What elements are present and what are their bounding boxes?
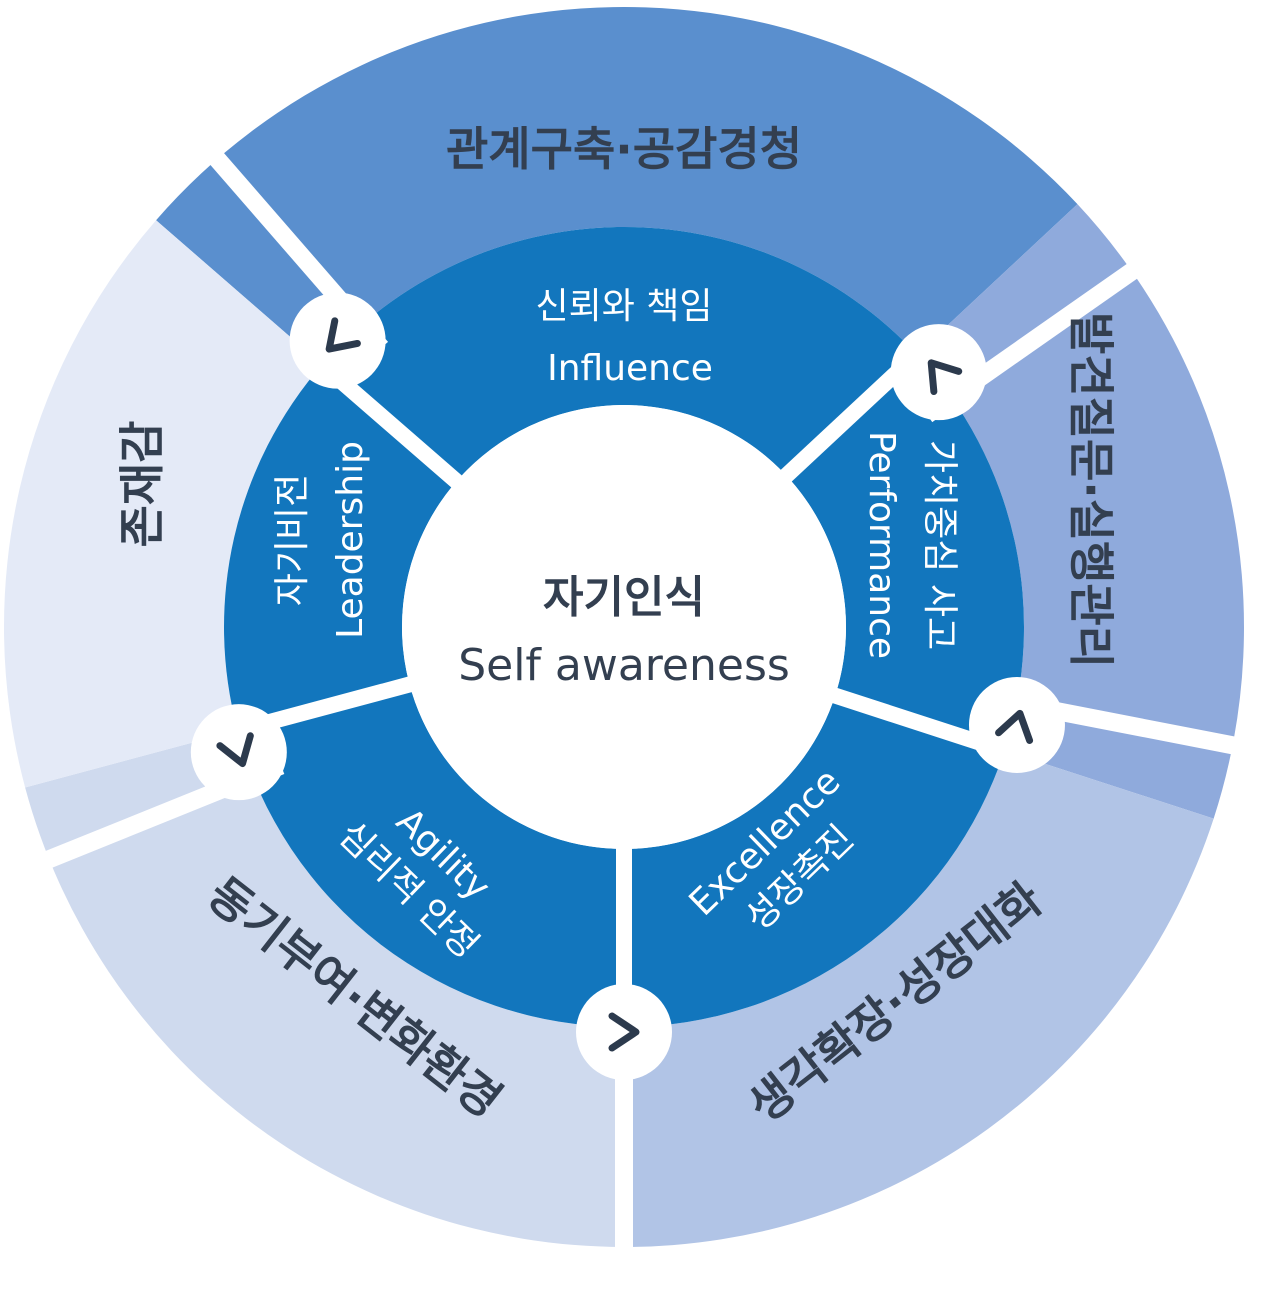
arrow-badge	[968, 676, 1065, 773]
inner-right-korean: 가치중심 사고	[919, 440, 960, 650]
arrow-badges	[190, 292, 1065, 1080]
outer-sector-bottom-left	[25, 730, 625, 1247]
chevron-icon	[216, 732, 254, 768]
inner-label-right: 가치중심 사고 Performance	[861, 431, 960, 659]
arrow-badge-circle	[576, 984, 672, 1080]
chevron-icon	[325, 317, 361, 353]
chevron-icon	[927, 359, 963, 396]
arrow-badge-circle	[890, 324, 987, 421]
center-subtitle: Self awareness	[458, 640, 790, 691]
inner-top-korean: 신뢰와 책임	[535, 286, 712, 327]
arrow-badge-circle	[289, 292, 386, 389]
outer-label-right: 발견질문·실행관리	[1064, 312, 1118, 668]
center-circle	[402, 405, 846, 849]
arrow-badge	[190, 704, 287, 801]
inner-sector-top	[322, 226, 917, 482]
inner-sector-bottom-right	[624, 695, 1005, 1027]
arrow-badge	[890, 324, 987, 421]
inner-label-top: 신뢰와 책임 Influence	[535, 286, 712, 389]
inner-sector-bottom-left	[237, 684, 624, 1027]
inner-left-english: Leadership	[330, 441, 371, 639]
arrow-badge-circle	[968, 676, 1065, 773]
outer-sector-bottom-right	[624, 750, 1214, 1247]
outer-sector-left	[4, 220, 323, 788]
inner-sector-right	[786, 354, 1024, 751]
center-title: 자기인식	[543, 572, 705, 623]
chevron-icon	[608, 1012, 640, 1052]
arrow-badge	[289, 292, 386, 389]
inner-label-left: 자기비전 Leadership	[272, 441, 371, 639]
inner-ring	[223, 226, 1024, 1027]
inner-right-english: Performance	[861, 431, 902, 659]
arrow-badge	[576, 984, 672, 1080]
outer-label-top: 관계구축·공감경청	[446, 122, 802, 176]
inner-sector-left	[223, 364, 457, 731]
outer-label-left: 존재감	[115, 421, 169, 548]
inner-left-korean: 자기비전	[272, 474, 313, 606]
inner-top-english: Influence	[547, 348, 713, 389]
arrow-badge-circle	[190, 704, 287, 801]
outer-sector-top	[156, 6, 1078, 365]
chevron-icon	[995, 709, 1034, 744]
